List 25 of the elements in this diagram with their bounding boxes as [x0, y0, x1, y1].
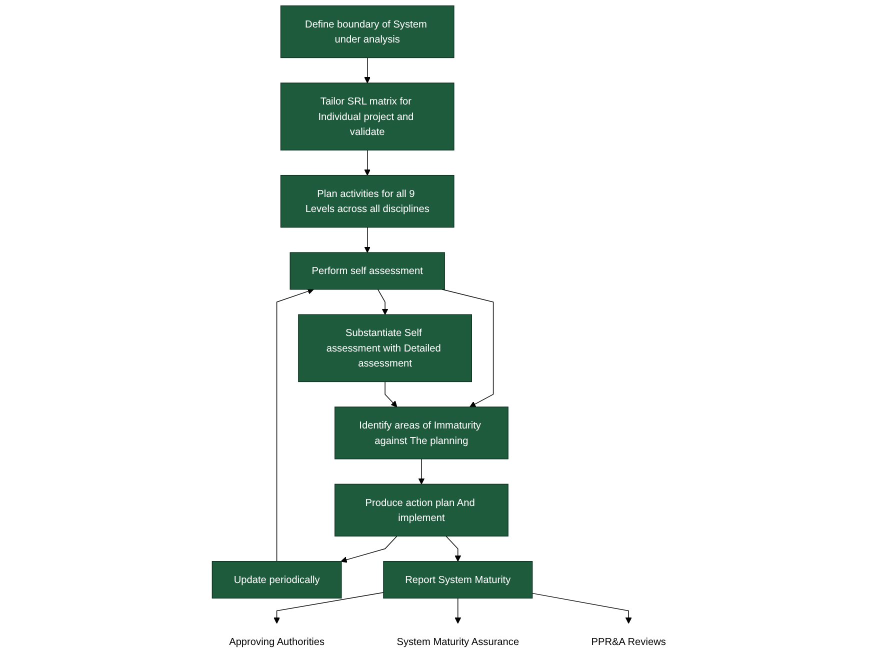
- arrow: [454, 598, 462, 624]
- arrow: [446, 536, 462, 562]
- node-box: Tailor SRL matrix for Individual project and validate: [280, 82, 454, 150]
- arrow: [340, 536, 398, 563]
- node-box: Update periodically: [212, 561, 342, 599]
- arrow: [274, 592, 384, 624]
- node-box: Plan activities for all 9 Levels across all disciplines: [280, 174, 454, 228]
- node-text: Approving Authorities: [229, 636, 325, 648]
- arrow: [276, 288, 314, 562]
- node-box: Produce action plan And implement: [334, 484, 508, 536]
- arrow: [364, 226, 371, 253]
- arrow: [418, 458, 425, 484]
- node-box: Define boundary of System under analysis: [280, 5, 454, 58]
- node-box: Report System Maturity: [383, 561, 533, 599]
- node-box: Substantiate Self assessment with Detailed assessment: [298, 314, 472, 382]
- node-text: System Maturity Assurance: [396, 636, 520, 648]
- arrow: [442, 288, 494, 408]
- arrow: [364, 57, 371, 84]
- arrow: [384, 381, 398, 408]
- node-text: PPR&A Reviews: [591, 636, 666, 648]
- node-box: Perform self assessment: [290, 252, 445, 290]
- node-box: Identify areas of Immaturity against The planning: [334, 406, 508, 460]
- arrow: [532, 592, 632, 624]
- arrow: [364, 150, 371, 176]
- arrow: [377, 288, 388, 315]
